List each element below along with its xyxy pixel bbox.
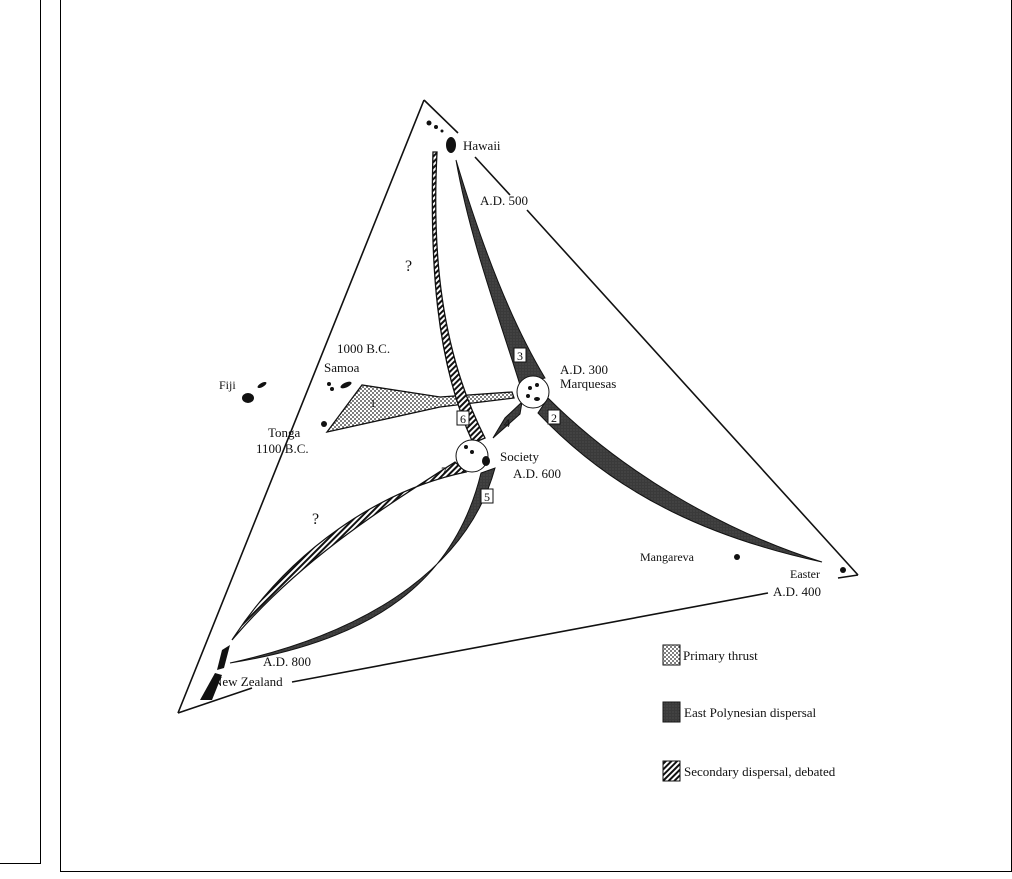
- route-2-marquesas-easter: [537, 397, 823, 563]
- left-panel: [0, 0, 41, 864]
- frame-top-edge: [474, 156, 511, 196]
- frame-bottom-edge: [291, 592, 769, 683]
- route-number-labels: 1 2 3 4 5 6 7 ? ?: [312, 258, 561, 528]
- route-number-2: 2: [551, 411, 557, 425]
- label-samoa-date: 1000 B.C.: [337, 341, 390, 356]
- label-tonga-date: 1100 B.C.: [256, 441, 309, 456]
- mangareva-island: [734, 554, 740, 560]
- label-tonga: Tonga: [268, 425, 301, 440]
- frame-bottom-edge: [177, 687, 253, 714]
- society-islands: [455, 439, 489, 473]
- route-7-society-new-zealand: [231, 461, 468, 641]
- label-hawaii: Hawaii: [463, 138, 501, 153]
- legend-label-primary: Primary thrust: [683, 648, 758, 663]
- marquesas-dots: [526, 383, 540, 401]
- route-number-7: 7: [441, 464, 447, 478]
- label-samoa: Samoa: [324, 360, 360, 375]
- marquesas-islands: [516, 375, 550, 409]
- society-dots: [464, 445, 490, 466]
- easter-island: [840, 567, 846, 573]
- frame-right-edge: [526, 209, 859, 576]
- route-number-1: 1: [370, 396, 376, 410]
- label-hawaii-date: A.D. 500: [480, 193, 528, 208]
- route-number-3: 3: [517, 349, 523, 363]
- route-number-4: 4: [504, 416, 510, 430]
- label-marquesas: Marquesas: [560, 376, 616, 391]
- frame-top-edge: [423, 99, 459, 134]
- fiji-islands: [242, 381, 267, 403]
- label-mangareva: Mangareva: [640, 550, 695, 564]
- route-4-marquesas-society: [492, 400, 523, 439]
- label-society-date: A.D. 600: [513, 466, 561, 481]
- label-marquesas-date: A.D. 300: [560, 362, 608, 377]
- route-number-6: 6: [460, 412, 466, 426]
- label-new-zealand-date: A.D. 800: [263, 654, 311, 669]
- label-easter: Easter: [790, 567, 820, 581]
- route-1-primary-thrust: [325, 384, 515, 434]
- tonga-island: [321, 421, 327, 427]
- label-easter-date: A.D. 400: [773, 584, 821, 599]
- hawaii-islands: [426, 120, 456, 153]
- legend-swatch-east: [662, 701, 681, 723]
- frame-left-edge: [177, 99, 425, 714]
- label-society: Society: [500, 449, 539, 464]
- route-5-society-new-zealand: [229, 467, 496, 664]
- legend-label-secondary: Secondary dispersal, debated: [684, 764, 836, 779]
- uncertain-mark-new-zealand: ?: [312, 511, 319, 528]
- legend-label-east: East Polynesian dispersal: [684, 705, 817, 720]
- route-number-5: 5: [484, 490, 490, 504]
- new-zealand-islands: [200, 645, 230, 700]
- label-fiji: Fiji: [219, 378, 236, 392]
- legend-swatch-primary: [662, 644, 681, 666]
- label-new-zealand: New Zealand: [213, 674, 283, 689]
- legend: Primary thrust East Polynesian dispersal…: [662, 644, 836, 782]
- uncertain-mark-hawaii: ?: [405, 258, 412, 275]
- legend-swatch-secondary: [662, 760, 681, 782]
- frame-right-edge: [837, 574, 859, 579]
- samoa-islands: [327, 381, 352, 391]
- place-labels: Hawaii A.D. 500 A.D. 300 Marquesas 1000 …: [213, 138, 821, 689]
- triangle-frame: [177, 99, 859, 714]
